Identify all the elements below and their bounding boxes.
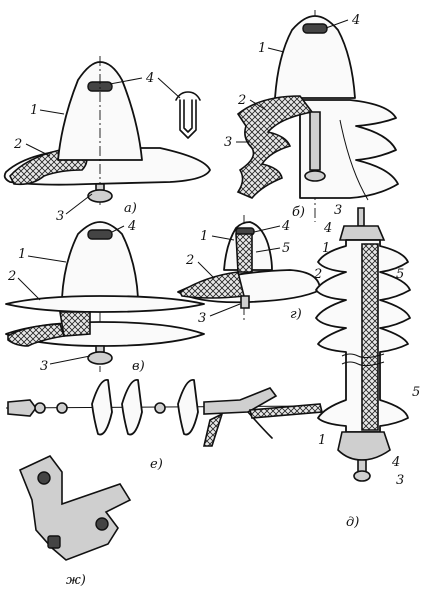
panel-b-label-3: 3: [224, 135, 232, 150]
panel-d-label-5-bottom: 5: [412, 385, 420, 400]
panel-a: 1 2 3 4 а): [3, 56, 211, 224]
panel-g-label-3: 3: [198, 311, 206, 326]
panel-e: е): [5, 379, 324, 472]
panel-g-label-1: 1: [200, 229, 208, 244]
panel-zh-caption: ж): [66, 573, 86, 588]
panel-a-label-3: 3: [56, 209, 64, 224]
panel-b-label-1: 1: [258, 41, 266, 56]
panel-d-label-3-top: 3: [334, 203, 342, 218]
panel-v: 1 2 3 4 в): [5, 219, 205, 374]
panel-zh: ж): [18, 455, 132, 588]
panel-v-label-1: 1: [18, 247, 26, 262]
panel-d-caption: д): [346, 515, 359, 530]
panel-d-label-3-bottom: 3: [396, 473, 404, 488]
panel-g-label-5: 5: [282, 241, 290, 256]
panel-d-label-5-top: 5: [396, 267, 404, 282]
panel-g-caption: г): [290, 307, 302, 322]
panel-e-caption: е): [150, 457, 163, 472]
panel-g-label-2: 2: [185, 253, 194, 268]
panel-a-caption: а): [124, 201, 137, 216]
panel-v-label-2: 2: [7, 269, 16, 284]
panel-v-label-4: 4: [127, 219, 136, 234]
panel-v-label-3: 3: [40, 359, 48, 374]
panel-d-label-4-bottom: 4: [391, 455, 400, 470]
panel-b-caption: б): [292, 205, 305, 220]
panel-d-label-4-top: 4: [323, 221, 332, 236]
panel-g-label-4: 4: [281, 219, 290, 234]
panel-d: 3 4 1 2 5 5 1 4 3 д): [313, 203, 420, 530]
panel-a-label-4: 4: [145, 71, 154, 86]
panel-d-label-1-bottom: 1: [318, 433, 326, 448]
panel-b: 1 2 3 4 б): [224, 10, 399, 222]
panel-g: 1 2 3 4 5 г): [177, 215, 321, 326]
panel-b-label-4: 4: [351, 13, 360, 28]
panel-d-label-2: 2: [313, 267, 322, 282]
panel-a-label-2: 2: [13, 137, 22, 152]
panel-d-label-1-top: 1: [322, 241, 330, 256]
panel-b-label-2: 2: [237, 93, 246, 108]
panel-a-label-1: 1: [30, 103, 38, 118]
panel-v-caption: в): [132, 359, 145, 374]
